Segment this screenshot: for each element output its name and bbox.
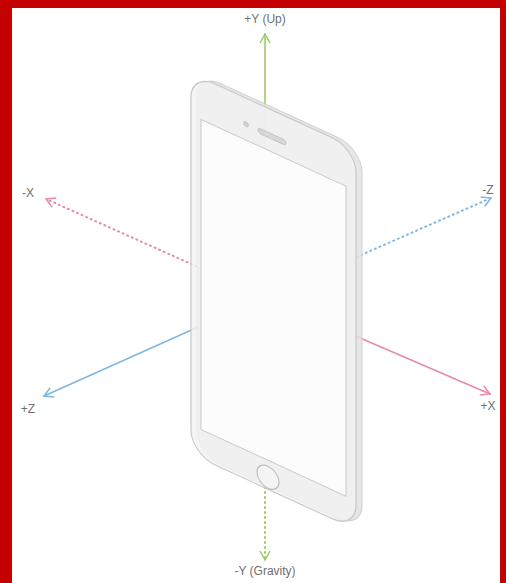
axis-label: -X [22,187,34,199]
axis-label: -Y (Gravity) [234,565,295,577]
phone-screen [201,119,346,496]
axis-label: +Z [21,403,35,415]
axis-label: +X [480,400,495,412]
phone [191,70,362,533]
phone-body [191,73,356,530]
phone-speaker [258,128,286,146]
axis-label: -Z [482,184,493,196]
home-button [257,461,279,493]
axis-label: +Y (Up) [244,13,285,25]
phone-camera [244,121,249,128]
